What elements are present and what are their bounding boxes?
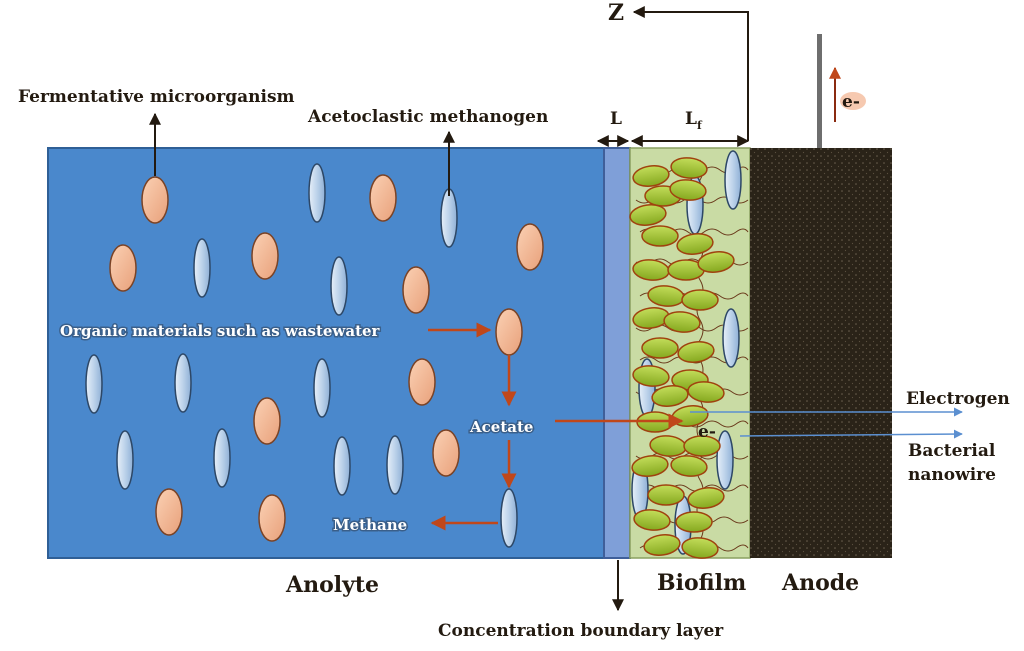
electrogen-cell	[633, 509, 671, 531]
fermentative-cell	[253, 397, 281, 445]
electron-top-label: e-	[842, 92, 860, 112]
electrogen-cell	[641, 337, 679, 359]
z-axis-label: Z	[608, 0, 624, 26]
methanogen-cell	[174, 353, 192, 413]
biofilm-methanogen-cell	[716, 430, 734, 490]
methanogen-cell	[333, 436, 351, 496]
anode-label: Anode	[781, 570, 859, 596]
anolyte-label: Anolyte	[285, 572, 379, 598]
methanogen-cell	[308, 163, 326, 223]
electron-top-glow	[840, 92, 866, 110]
fermentative-cell	[258, 494, 286, 542]
electrogen-cell	[669, 179, 707, 201]
electrogen-label: Electrogen	[906, 389, 1010, 409]
methane-label: Methane	[333, 516, 407, 534]
electrogen-cell	[651, 385, 689, 407]
anolyte-region	[47, 147, 605, 559]
methanogen-cell	[116, 430, 134, 490]
nanowire-label-line1: Bacterial	[908, 441, 996, 461]
fermentative-cell	[516, 223, 544, 271]
electrogen-cell	[681, 289, 719, 311]
fermentative-cell	[495, 308, 523, 356]
fermentative-cell	[251, 232, 279, 280]
methanogen-cell	[193, 238, 211, 298]
nanowire-pointer	[739, 429, 963, 439]
fermentative-cell	[408, 358, 436, 406]
methanogen-cell	[330, 256, 348, 316]
electrogen-cell	[687, 487, 725, 509]
fermentative-cell	[432, 429, 460, 477]
methanogen-cell	[85, 354, 103, 414]
electrogen-cell	[629, 204, 667, 226]
methanogen-cell	[213, 428, 231, 488]
nanowire-label-line2: nanowire	[908, 465, 996, 485]
cell-population	[85, 150, 742, 559]
electrogen-cell	[676, 233, 714, 255]
z-axis-line	[632, 6, 749, 141]
electrogen-cell	[697, 251, 735, 273]
acetate-label: Acetate	[469, 418, 533, 436]
electrogen-cell	[643, 534, 681, 556]
biofilm-label: Biofilm	[657, 570, 746, 596]
biofilm-methanogen-cell	[722, 308, 740, 368]
methanogen-cell	[500, 488, 518, 548]
electrogen-cell	[663, 311, 701, 333]
electrogen-cell	[670, 455, 708, 477]
electron-biofilm-label: e-	[698, 422, 716, 442]
electrogen-cell	[631, 455, 669, 477]
electrogen-cell	[677, 341, 715, 363]
fermentative-cell	[402, 266, 430, 314]
organic-label: Organic materials such as wastewater	[60, 322, 381, 340]
concentration-boundary-label: Concentration boundary layer	[438, 621, 724, 641]
anode-connector	[817, 34, 822, 148]
fermentative-cell	[155, 488, 183, 536]
acetoclastic-label: Acetoclastic methanogen	[307, 107, 548, 127]
fermentative-cell	[141, 176, 169, 224]
methanogen-cell	[386, 435, 404, 495]
fermentative-cell	[109, 244, 137, 292]
electrogen-cell	[681, 537, 719, 559]
electrogen-cell	[675, 511, 713, 533]
fermentative-cell	[369, 174, 397, 222]
electrogen-cell	[687, 381, 725, 403]
electrogen-cell	[632, 165, 670, 187]
boundary-thickness-label: L	[610, 109, 622, 129]
electrogen-cell	[632, 365, 670, 387]
electrogen-cell	[647, 484, 685, 506]
anode-region	[750, 148, 892, 558]
methanogen-cell	[440, 188, 458, 248]
electrogen-cell	[641, 225, 679, 247]
biofilm-thickness-label: Lf	[685, 109, 703, 132]
boundary-layer-region	[603, 147, 631, 559]
biofilm-methanogen-cell	[724, 150, 742, 210]
fermentative-label: Fermentative microorganism	[18, 87, 295, 107]
electrogen-cell	[683, 435, 721, 457]
electrogen-cell	[670, 157, 708, 179]
methanogen-cell	[313, 358, 331, 418]
